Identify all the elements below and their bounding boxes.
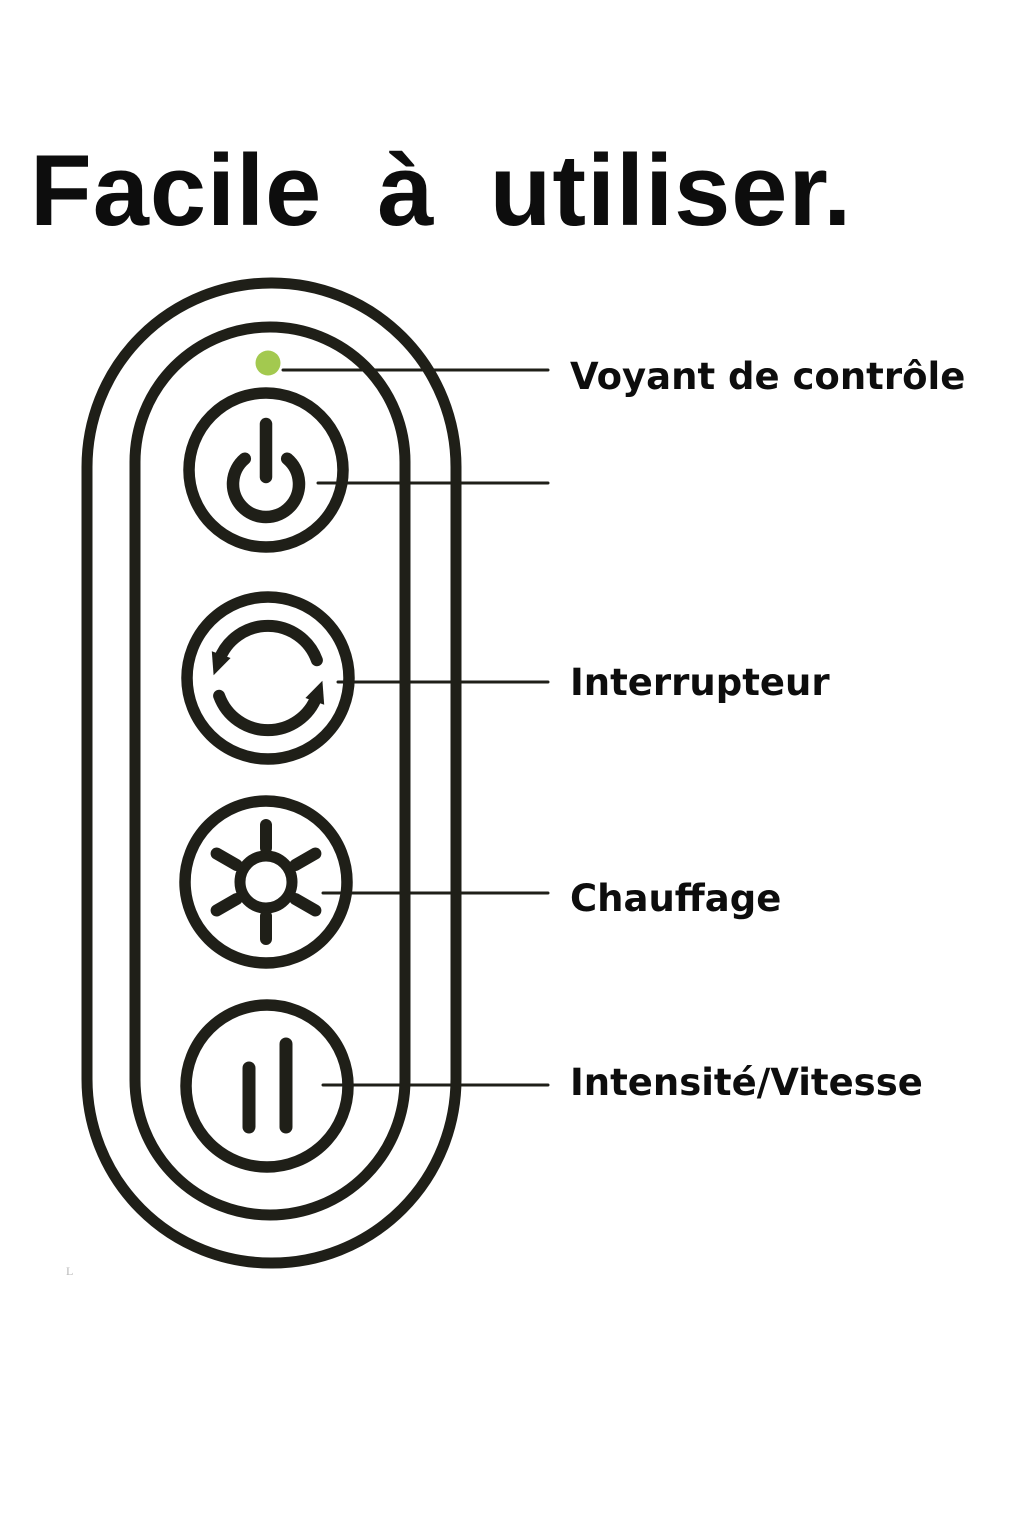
cycle-arrows-icon: [211, 619, 325, 737]
status-led-dot: [255, 350, 281, 376]
remote-outer-shell: [81, 277, 462, 1269]
watermark-mark: L: [66, 1264, 74, 1278]
power-icon: [226, 417, 306, 524]
callout-lines: [281, 368, 550, 1087]
callout-label-intensite: Intensité/Vitesse: [570, 1061, 923, 1104]
power-button: [183, 387, 349, 553]
two-bars-icon: [242, 1037, 293, 1134]
callout-label-interrupteur: Interrupteur: [570, 661, 830, 704]
page-title: Facile à utiliser.: [30, 134, 853, 247]
chauffage-button: [179, 795, 353, 969]
remote-inner-shell: [129, 321, 411, 1221]
sun-icon: [210, 819, 322, 945]
interrupteur-button: [181, 591, 355, 765]
callout-label-voyant: Voyant de contrôle: [570, 355, 966, 398]
callout-label-chauffage: Chauffage: [570, 877, 782, 920]
